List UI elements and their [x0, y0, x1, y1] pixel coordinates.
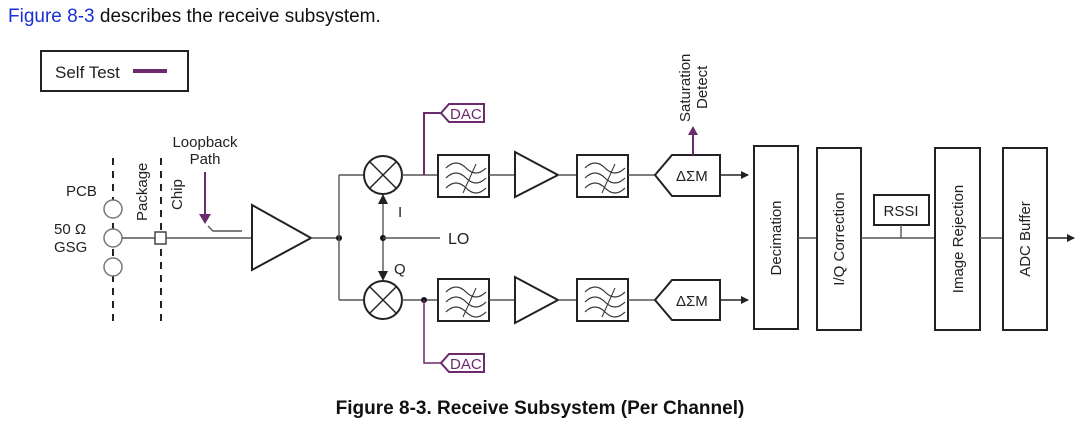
dac-bottom-label: DAC [450, 356, 482, 373]
intro-sentence: Figure 8-3 describes the receive subsyst… [8, 6, 381, 28]
image-rejection-label: Image Rejection [950, 185, 967, 293]
amplifier-top [514, 150, 561, 199]
decimation-label: Decimation [768, 200, 785, 275]
i-label: I [398, 204, 402, 221]
signal-pad [103, 228, 123, 248]
amplifier-bottom [514, 275, 561, 325]
legend-label: Self Test [55, 63, 120, 82]
package-label: Package [134, 163, 151, 221]
ground-pad-bottom [103, 257, 123, 277]
rssi-label: RSSI [883, 203, 918, 220]
image-rejection-block [934, 147, 981, 331]
rssi-block [873, 194, 930, 226]
saturation-label-2: Detect [694, 65, 711, 109]
dsm-bottom-label: ΔΣM [676, 293, 708, 310]
loopback-label-2: Path [190, 151, 221, 168]
iq-correction-block [816, 147, 862, 331]
figure-caption: Figure 8-3. Receive Subsystem (Per Chann… [335, 398, 745, 419]
figure-link[interactable]: Figure 8-3 [8, 6, 95, 27]
intro-text: describes the receive subsystem. [94, 6, 381, 27]
adc-buffer-label: ADC Buffer [1017, 201, 1034, 277]
iq-correction-label: I/Q Correction [831, 192, 848, 285]
chip-label: Chip [169, 179, 186, 210]
ground-pad-top [103, 199, 123, 219]
package-bond-pad [154, 231, 167, 245]
dsm-top-label: ΔΣM [676, 168, 708, 185]
dac-bottom: DAC [439, 353, 485, 373]
mixer-i [363, 155, 403, 195]
legend-box: Self Test [40, 50, 189, 92]
lna-amplifier [251, 203, 314, 272]
adc-buffer-block [1002, 147, 1048, 331]
q-label: Q [394, 261, 406, 278]
lo-label: LO [448, 231, 469, 248]
ohm-label: 50 Ω [54, 221, 86, 238]
saturation-label-1: Saturation [677, 54, 694, 122]
dac-top-label: DAC [450, 106, 482, 123]
decimation-block [753, 145, 799, 330]
loopback-label-1: Loopback [172, 134, 238, 151]
pcb-label: PCB [66, 183, 97, 200]
dac-top: DAC [439, 103, 485, 123]
mixer-q [363, 280, 403, 320]
gsg-label: GSG [54, 239, 87, 256]
